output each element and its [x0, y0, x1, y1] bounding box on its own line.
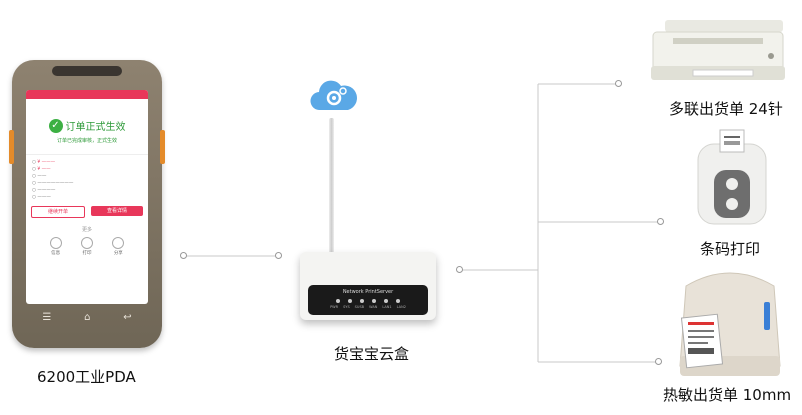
led-label: WAN: [369, 305, 378, 309]
info-row: ○ ———: [32, 195, 51, 200]
pda-side-button: [160, 130, 165, 164]
led-label: LAN1: [382, 305, 392, 309]
info-icon: [49, 237, 62, 249]
panel-title: Network PrintServer: [342, 289, 394, 295]
back-icon[interactable]: ↩: [123, 312, 132, 323]
led-label: LAN2: [396, 305, 406, 309]
cloud-gear-icon: [310, 80, 357, 111]
continue-order-button[interactable]: 继续开单: [31, 206, 85, 218]
share-action[interactable]: 分享: [112, 237, 125, 256]
connector-dot: [456, 266, 463, 273]
led-indicator: [396, 299, 400, 303]
router-antenna: [329, 118, 334, 258]
box-label: 货宝宝云盒: [334, 345, 410, 363]
share-icon: [112, 237, 125, 249]
led-label: SYS: [343, 305, 350, 309]
pda-screen: ✓订单正式生效 订单已完成审核，正式生效 ○ ¥ ——— ○ ¥ —— ○ ——…: [26, 90, 148, 304]
dot-matrix-printer-image: [651, 20, 785, 80]
led-indicator: [372, 299, 376, 303]
home-icon[interactable]: ⌂: [84, 312, 91, 323]
thermal-printer-image: [679, 272, 781, 376]
connector-dot: [615, 80, 622, 87]
info-row: ○ ¥ ——: [32, 167, 51, 172]
print-server-box: Network PrintServer PWR SYS SUSB WAN LAN…: [300, 252, 436, 320]
menu-icon[interactable]: ☰: [42, 312, 52, 323]
screen-subtitle: 订单已完成审核，正式生效: [56, 138, 117, 144]
connector-dot: [655, 358, 662, 365]
pda-speaker: [52, 66, 122, 76]
info-row: ○ ——: [32, 174, 47, 179]
view-details-button[interactable]: 查看详情: [91, 206, 143, 216]
info-row: ○ ¥ ———: [32, 160, 56, 165]
screen-title: 订单正式生效: [65, 122, 126, 133]
printer-label-thermal: 热敏出货单 10mm: [663, 386, 792, 404]
check-icon: ✓: [48, 118, 63, 133]
pda-device: ✓订单正式生效 订单已完成审核，正式生效 ○ ¥ ——— ○ ¥ —— ○ ——…: [9, 60, 165, 348]
led-label: SUSB: [354, 305, 365, 309]
led-indicator: [384, 299, 388, 303]
pda-label: 6200工业PDA: [37, 368, 136, 386]
pda-side-button: [9, 130, 14, 164]
led-indicator: [336, 299, 340, 303]
connector-dot: [275, 252, 282, 259]
info-action[interactable]: 信息: [49, 237, 62, 256]
printer-label-barcode: 条码打印: [700, 240, 761, 258]
printer-label-dot-matrix: 多联出货单 24针: [669, 100, 783, 118]
info-row: ○ ————————: [32, 181, 74, 186]
status-bar: [26, 90, 148, 99]
more-label: 更多: [81, 227, 92, 233]
info-row: ○ ————: [32, 188, 56, 193]
led-label: PWR: [330, 305, 339, 309]
connector-dot: [180, 252, 187, 259]
print-icon: [80, 237, 93, 249]
led-indicator: [348, 299, 352, 303]
print-action[interactable]: 打印: [80, 237, 93, 256]
barcode-printer-image: [697, 129, 767, 225]
led-indicator: [360, 299, 364, 303]
connector-dot: [657, 218, 664, 225]
router-front-panel: Network PrintServer PWR SYS SUSB WAN LAN…: [308, 285, 428, 315]
pda-nav-bar: ☰ ⌂ ↩: [26, 312, 148, 323]
